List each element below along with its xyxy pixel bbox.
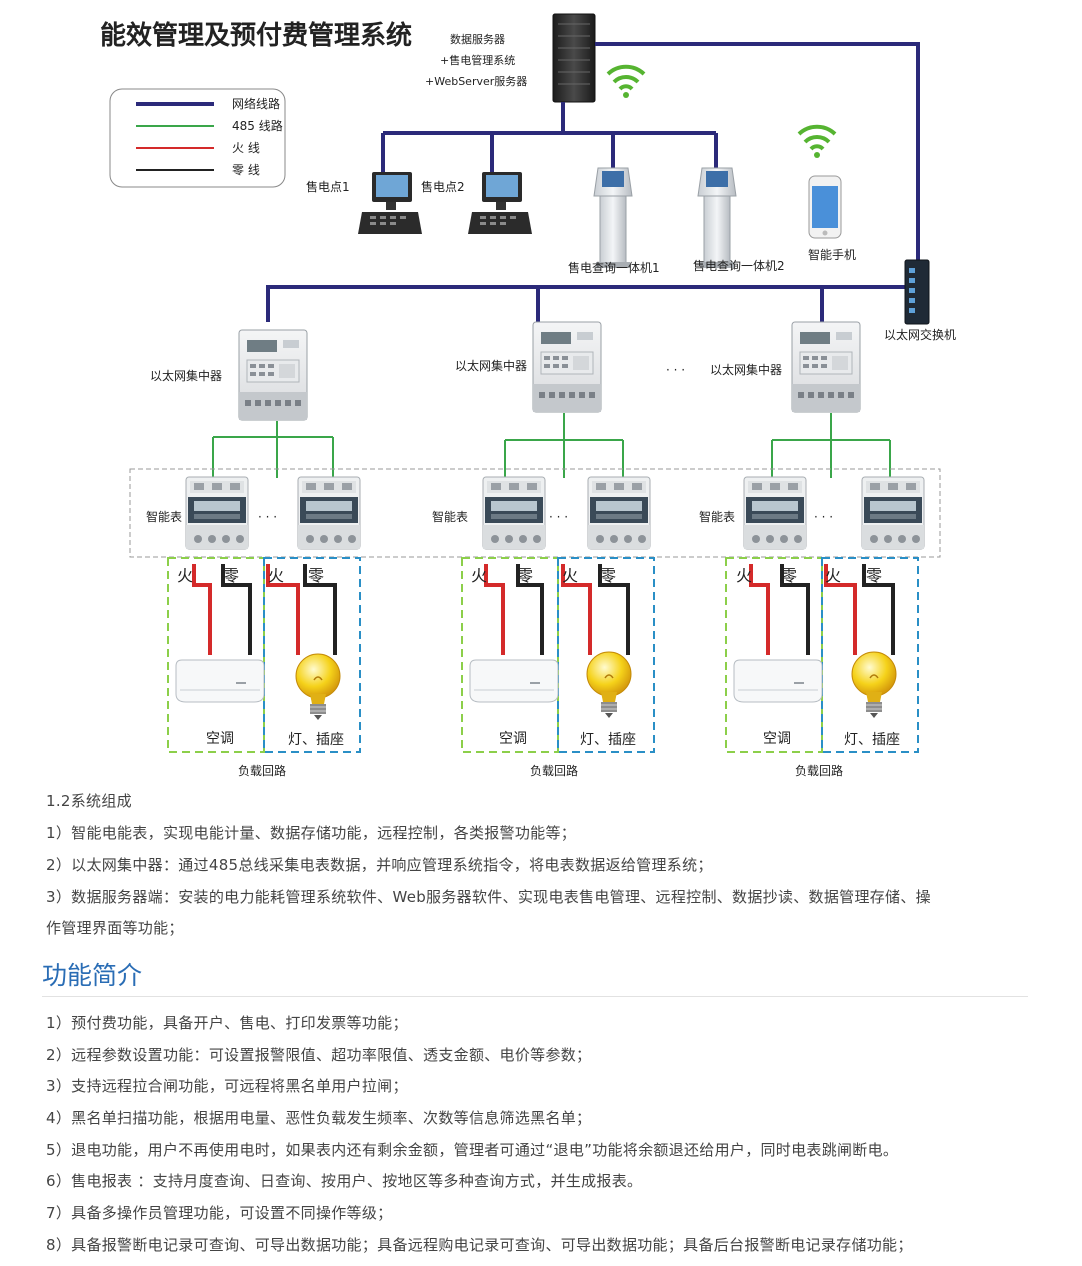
wifi-icon — [606, 64, 646, 100]
data-server — [552, 13, 596, 103]
fire-label: 火 — [825, 566, 841, 585]
fire-label: 火 — [736, 566, 752, 585]
lamp-label: 灯、插座 — [580, 732, 636, 748]
legend-label-485: 485 线路 — [232, 118, 283, 133]
composition-heading: 1.2系统组成 — [46, 792, 132, 810]
server-label-3: +WebServer服务器 — [425, 75, 527, 88]
feature-item-8: 8）具备报警断电记录可查询、可导出数据功能；具备远程购电记录可查询、可导出数据功… — [46, 1236, 913, 1254]
network-lines — [266, 42, 920, 322]
smartphone — [808, 175, 842, 239]
meter-dots-1: · · · — [258, 510, 277, 524]
pos-terminal-1 — [358, 172, 422, 234]
smart-meter-label-2: 智能表 — [432, 509, 468, 524]
legend: 网络线路 485 线路 火 线 零 线 — [109, 88, 286, 188]
ac-label: 空调 — [763, 731, 791, 747]
feature-item-7: 7）具备多操作员管理功能，可设置不同操作等级； — [46, 1204, 393, 1222]
system-diagram: 能效管理及预付费管理系统 数据服务器 +售电管理系统 +WebServer服务器… — [100, 13, 956, 778]
smart-meter-3b — [861, 476, 925, 550]
lamp-label: 灯、插座 — [288, 732, 344, 748]
switch-label: 以太网交换机 — [884, 327, 956, 342]
smart-meter-label-1: 智能表 — [146, 509, 182, 524]
composition-line-4: 作管理界面等功能； — [46, 919, 184, 937]
legend-label-neutral: 零 线 — [232, 163, 260, 177]
query-kiosk-2 — [697, 167, 737, 269]
neutral-label: 零 — [781, 566, 797, 585]
load-loop-label: 负载回路 — [530, 763, 578, 778]
fire-label: 火 — [471, 566, 487, 585]
feature-item-6: 6）售电报表 ：支持月度查询、日查询、按用户、按地区等多种查询方式，并生成报表。 — [46, 1172, 643, 1190]
load-loop-label: 负载回路 — [795, 763, 843, 778]
meter-dots-3: · · · — [814, 510, 833, 524]
smart-meter-1b — [297, 476, 361, 550]
load-group-2: 火 零 火 零 空调 灯、插座 负载回路 — [461, 557, 655, 778]
feature-item-2: 2）远程参数设置功能：可设置报警限值、超功率限值、透支金额、电价等参数； — [46, 1046, 592, 1064]
phone-wifi-icon — [797, 124, 837, 160]
ac-label: 空调 — [499, 731, 527, 747]
pos-label-2: 售电点2 — [421, 179, 465, 194]
smart-meter-label-3: 智能表 — [699, 509, 735, 524]
smart-meter-1a — [185, 476, 249, 550]
composition-line-3: 3）数据服务器端：安装的电力能耗管理系统软件、Web服务器软件、实现电表售电管理… — [46, 888, 931, 906]
composition-line-2: 2）以太网集中器：通过485总线采集电表数据，并响应管理系统指令，将电表数据返给… — [46, 856, 713, 874]
concentrator-label-3: 以太网集中器 — [710, 362, 782, 377]
feature-item-4: 4）黑名单扫描功能，根据用电量、恶性负载发生频率、次数等信息筛选黑名单； — [46, 1109, 592, 1127]
server-label-1: 数据服务器 — [450, 32, 505, 46]
rs485-lines — [212, 413, 891, 478]
neutral-label: 零 — [517, 566, 533, 585]
ethernet-switch — [904, 259, 930, 325]
ac-label: 空调 — [206, 731, 234, 747]
feature-item-5: 5）退电功能，用户不再使用电时，如果表内还有剩余金额，管理者可通过“退电”功能将… — [46, 1141, 899, 1159]
lamp-label: 灯、插座 — [844, 732, 900, 748]
query-kiosk-1 — [593, 167, 633, 269]
kiosk-label-1: 售电查询一体机1 — [568, 260, 660, 275]
neutral-label: 零 — [223, 566, 239, 585]
concentrator-label-2: 以太网集中器 — [455, 358, 527, 373]
legend-label-fire: 火 线 — [232, 141, 260, 155]
load-loop-label: 负载回路 — [238, 763, 286, 778]
meter-dots-2: · · · — [549, 510, 568, 524]
load-group-3: 火 零 火 零 空调 灯、插座 负载回路 — [725, 557, 919, 778]
pos-terminal-2 — [468, 172, 532, 234]
features-heading: 功能简介 — [42, 961, 143, 990]
fire-label: 火 — [268, 566, 284, 585]
neutral-label: 零 — [866, 566, 882, 585]
fire-label: 火 — [177, 566, 193, 585]
concentrator-dots: · · · — [666, 363, 685, 377]
pos-label-1: 售电点1 — [306, 179, 350, 194]
server-label-2: +售电管理系统 — [440, 53, 515, 67]
smart-meter-2a — [482, 476, 546, 550]
meter-area — [129, 468, 941, 558]
features-divider — [42, 996, 1028, 997]
diagram-title: 能效管理及预付费管理系统 — [100, 20, 412, 51]
smart-meter-2b — [587, 476, 651, 550]
concentrator-2 — [532, 321, 602, 413]
feature-item-1: 1）预付费功能，具备开户、售电、打印发票等功能； — [46, 1014, 408, 1032]
concentrator-3 — [791, 321, 861, 413]
fire-label: 火 — [562, 566, 578, 585]
kiosk-label-2: 售电查询一体机2 — [693, 258, 785, 273]
phone-label: 智能手机 — [808, 247, 856, 262]
concentrator-label-1: 以太网集中器 — [150, 368, 222, 383]
concentrator-1 — [238, 329, 308, 421]
composition-line-1: 1）智能电能表，实现电能计量、数据存储功能，远程控制，各类报警功能等； — [46, 824, 577, 842]
neutral-label: 零 — [600, 566, 616, 585]
load-group-1: 火 零 火 零 空调 灯、插座 负载回路 — [167, 557, 361, 778]
neutral-label: 零 — [308, 566, 324, 585]
feature-item-3: 3）支持远程拉合闸功能，可远程将黑名单用户拉闸； — [46, 1077, 408, 1095]
smart-meter-3a — [743, 476, 807, 550]
legend-label-network: 网络线路 — [232, 96, 280, 111]
